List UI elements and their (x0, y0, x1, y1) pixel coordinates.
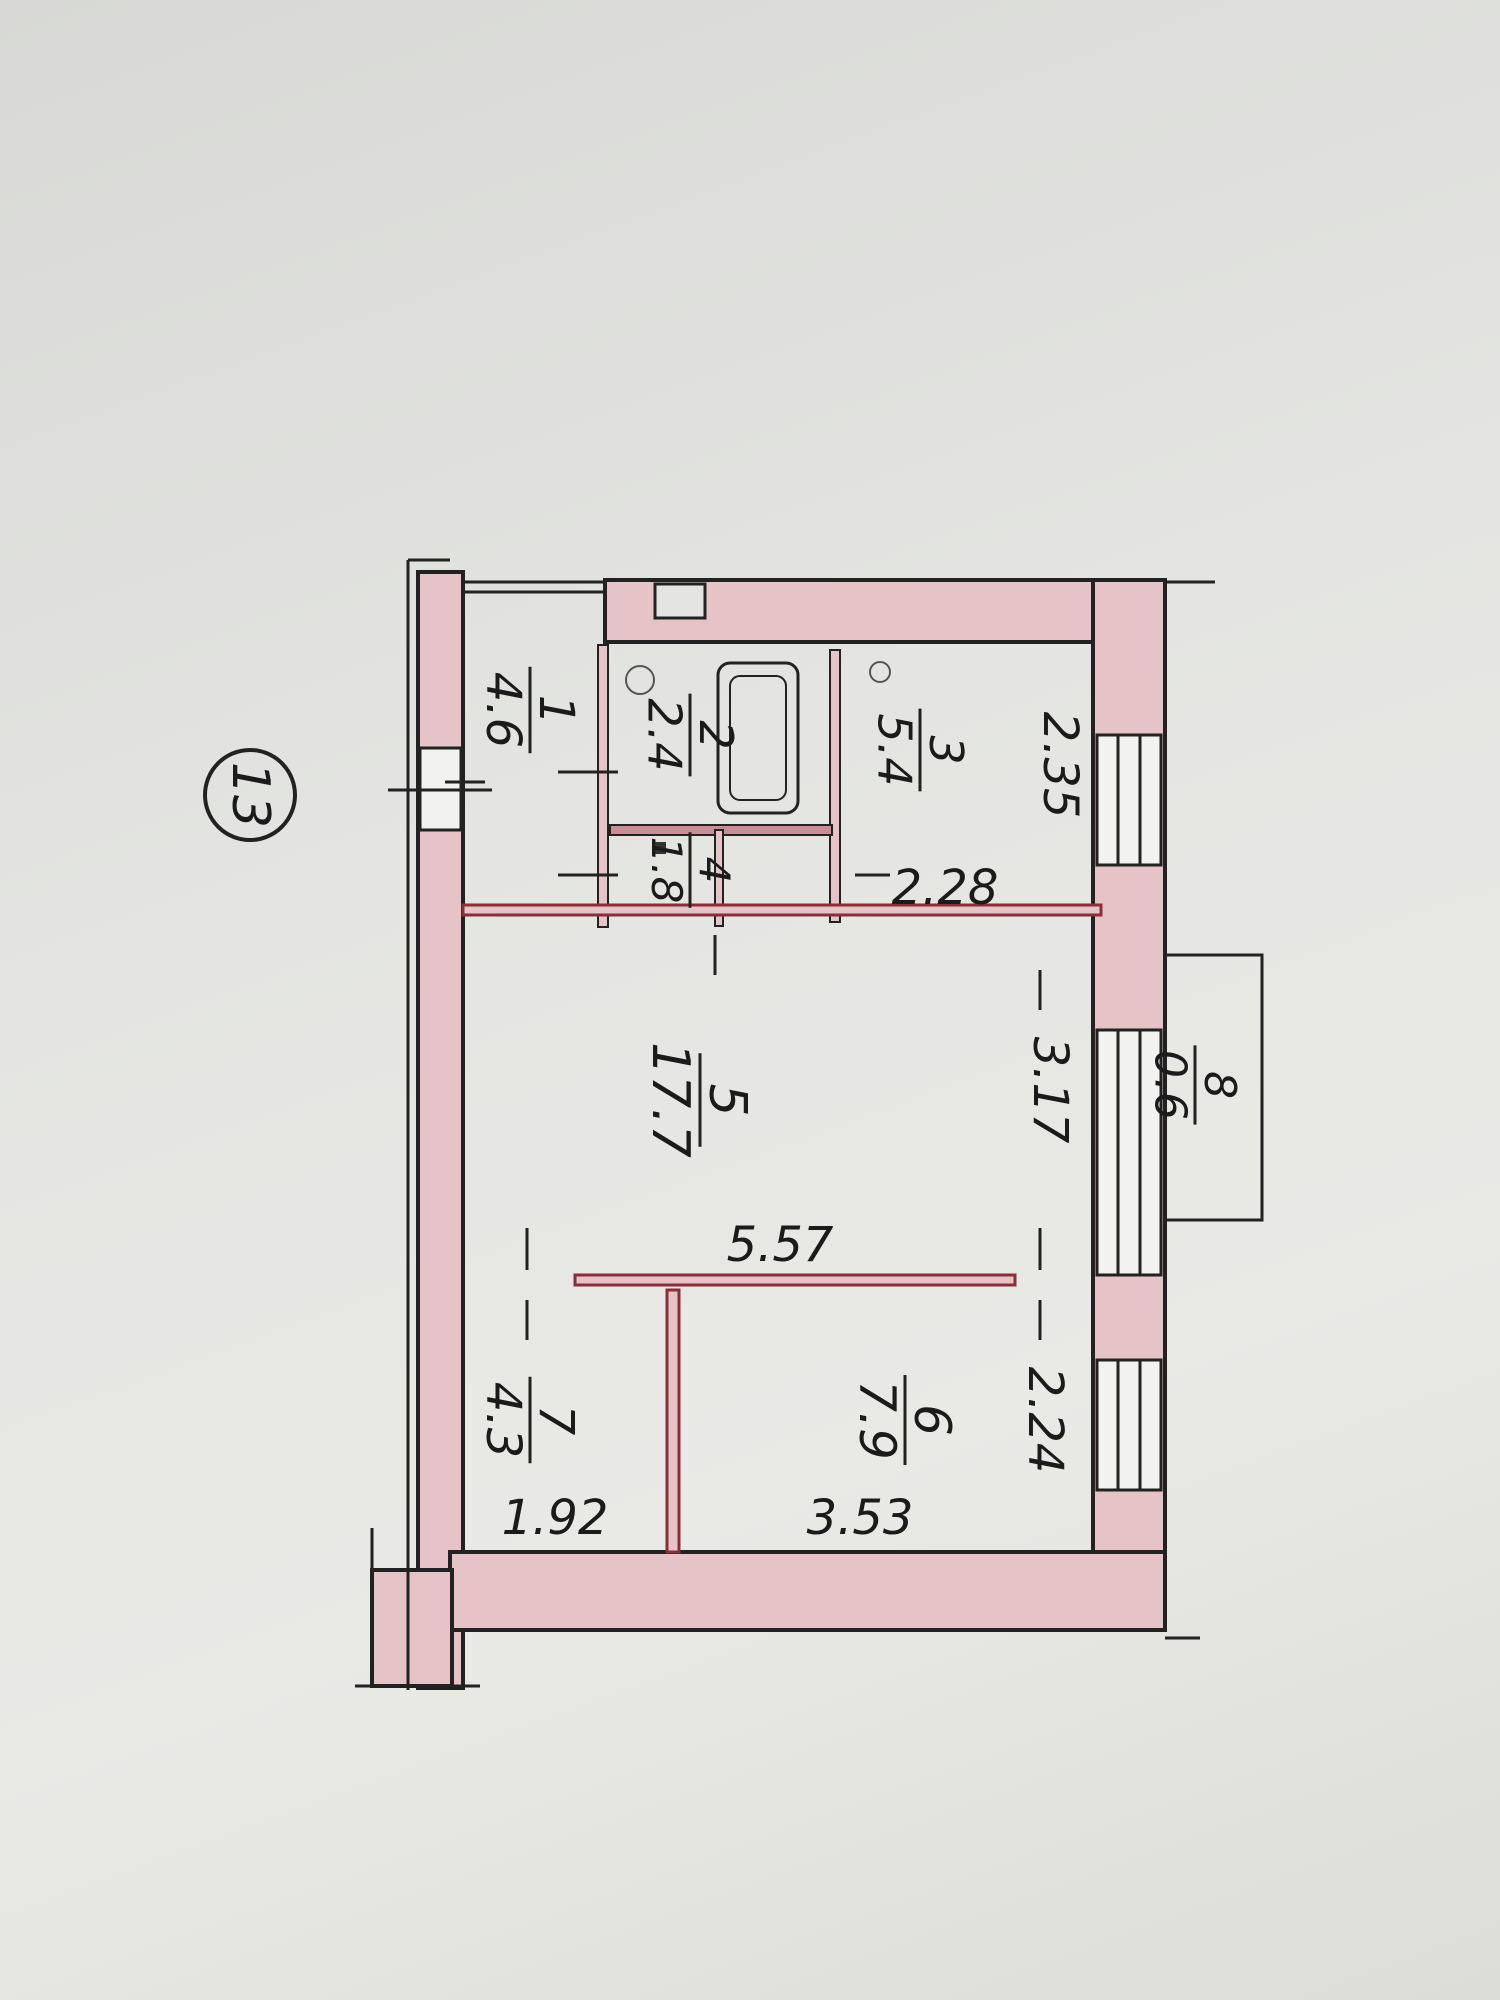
dimension-room3-depth: 2.35 (1032, 712, 1088, 819)
room-number: 8 (1194, 1071, 1245, 1099)
room-label-4: 41.8 (642, 832, 739, 908)
room-number: 1 (528, 695, 584, 726)
window-room3 (1095, 733, 1163, 867)
window-room6 (1095, 1358, 1163, 1492)
room-number: 3 (919, 735, 973, 764)
room-label-3: 35.4 (868, 708, 973, 792)
room-number: 5 (697, 1083, 757, 1116)
balcony-door-room5 (1095, 1028, 1163, 1277)
room-label-1: 14.6 (475, 666, 584, 754)
room-label-2: 22.4 (638, 693, 743, 777)
room-label-8: 80.6 (1144, 1045, 1245, 1125)
room-labels: 14.6 22.4 35.4 41.8 517.7 67.9 74.3 80.6 (475, 666, 1245, 1465)
room-area: 4.3 (475, 1382, 531, 1458)
room-number: 6 (903, 1404, 961, 1436)
interior-partitions (445, 644, 1103, 1554)
dimension-room5-width: 5.57 (727, 1217, 834, 1273)
room-label-6: 67.9 (848, 1375, 961, 1465)
room-area: 17.7 (640, 1042, 700, 1158)
room-number: 7 (528, 1405, 584, 1436)
entrance-door-gap (388, 746, 492, 832)
room-area: 2.4 (638, 698, 692, 771)
room-area: 5.4 (868, 713, 922, 786)
room-area: 4.6 (475, 672, 531, 748)
plan-number: 13 (220, 762, 280, 828)
bottom-left-stub (370, 1568, 454, 1688)
room-number: 2 (689, 720, 743, 749)
room-area: 7.9 (848, 1380, 906, 1460)
dimension-labels: 2.35 2.28 3.17 5.57 2.24 3.53 1.92 (502, 712, 1088, 1546)
room-label-5: 517.7 (640, 1042, 757, 1158)
left-wall (416, 570, 465, 1690)
dimension-room5-depth: 3.17 (1022, 1037, 1078, 1144)
windows (388, 733, 1163, 1492)
dimension-room3-width: 2.28 (892, 860, 999, 916)
room-area: 0.6 (1144, 1050, 1195, 1120)
dimension-room7-width: 1.92 (502, 1490, 609, 1546)
room-label-7: 74.3 (475, 1376, 584, 1464)
bottom-wall (448, 1550, 1167, 1632)
room-area: 1.8 (642, 837, 691, 904)
balcony-outline (1165, 953, 1264, 1222)
dimension-room6-depth: 2.24 (1017, 1367, 1073, 1474)
room-number: 4 (690, 857, 739, 884)
plan-number-badge: 13 (203, 748, 297, 842)
dimension-room6-width: 3.53 (807, 1490, 914, 1546)
